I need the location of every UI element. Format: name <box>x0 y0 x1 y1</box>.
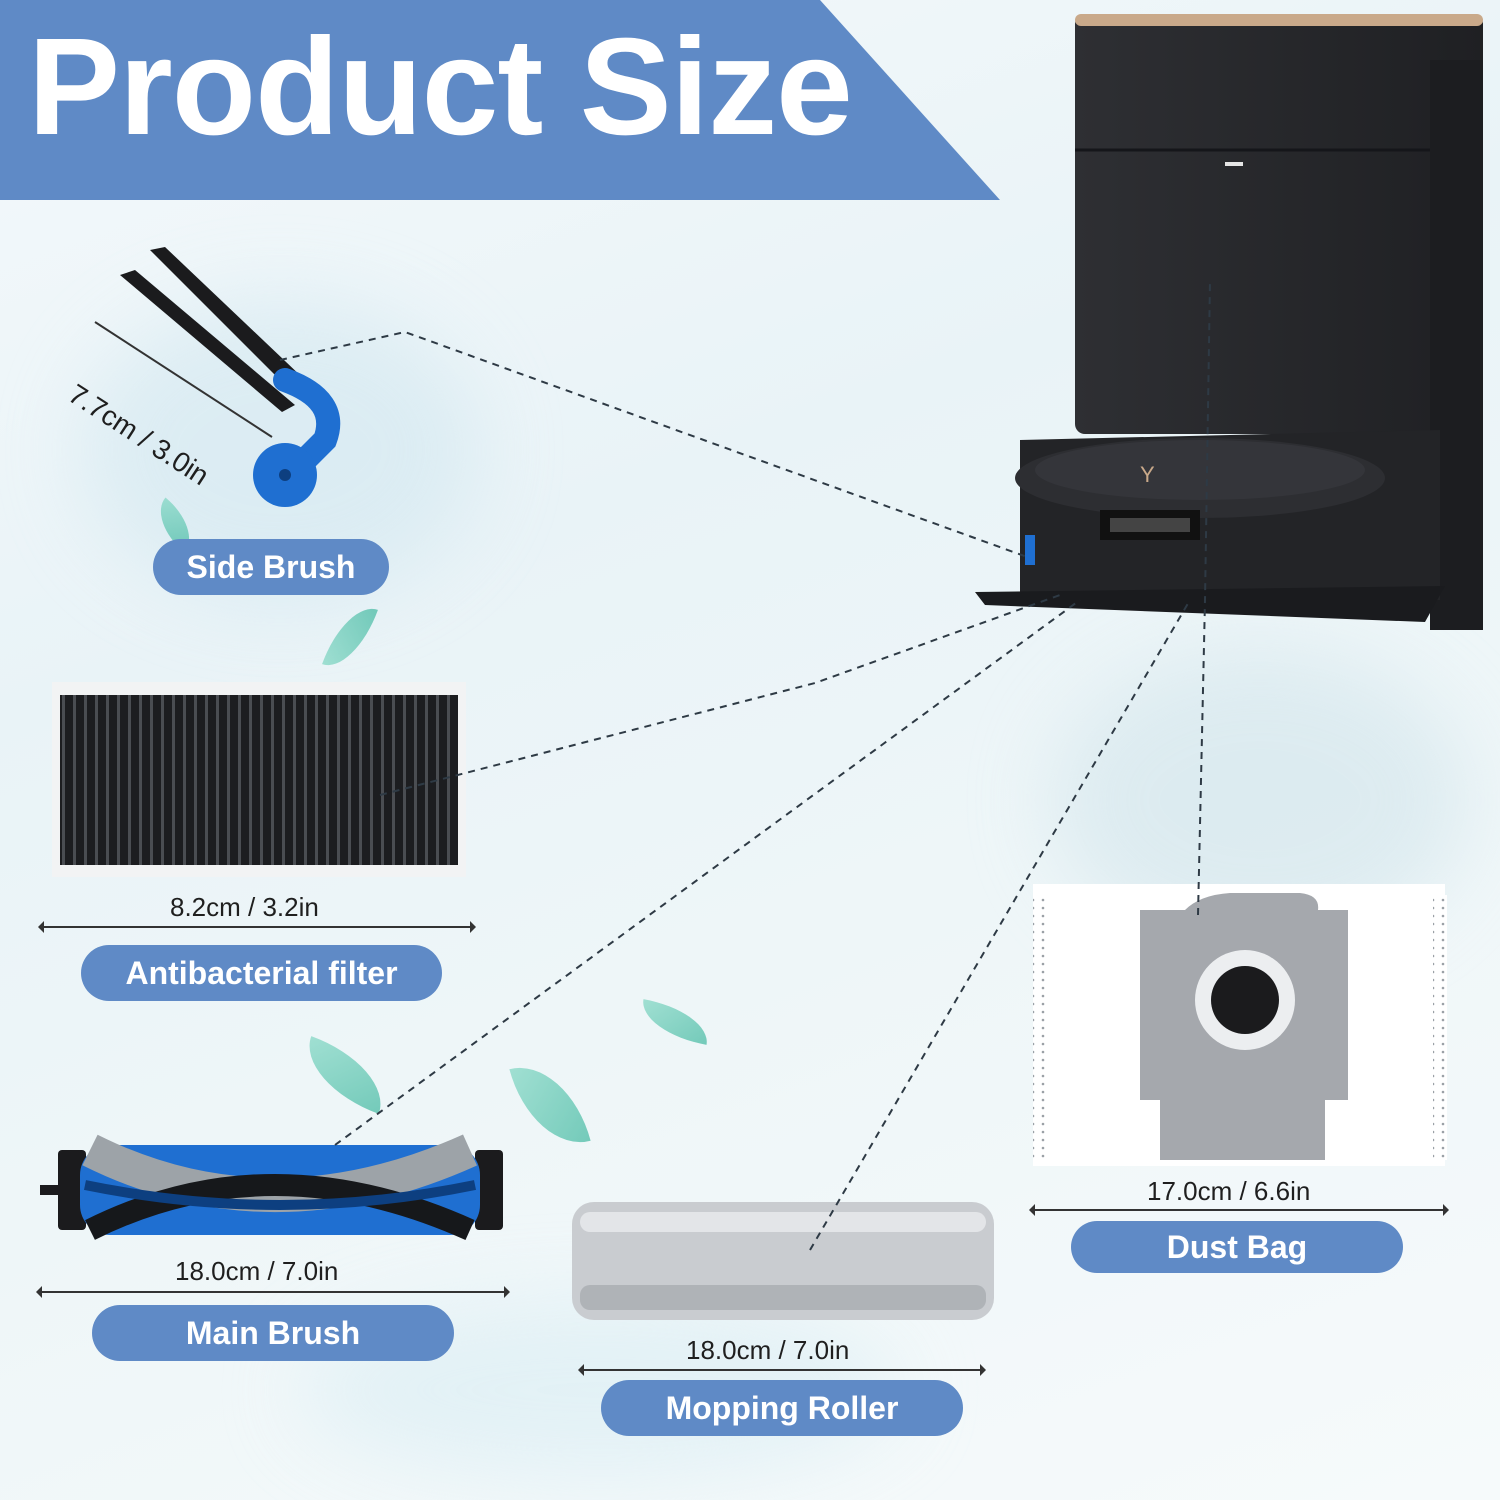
filter-dimension-line <box>38 921 476 933</box>
filter-size: 8.2cm / 3.2in <box>170 892 319 922</box>
main-brush-size: 18.0cm / 7.0in <box>175 1256 339 1286</box>
dust-bag-dimension-line <box>1029 1204 1449 1216</box>
mopping-roller-image <box>572 1202 994 1320</box>
antibacterial-filter-label: Antibacterial filter <box>81 945 442 1001</box>
dust-bag-size: 17.0cm / 6.6in <box>1147 1176 1311 1206</box>
svg-text:Y: Y <box>1140 462 1155 487</box>
leader-lines <box>279 279 1211 1251</box>
mopping-roller-label: Mopping Roller <box>601 1380 963 1436</box>
dust-bag-image <box>1033 884 1447 1166</box>
title-banner <box>0 0 1000 200</box>
side-brush-image <box>120 247 341 507</box>
main-brush-label: Main Brush <box>92 1305 454 1361</box>
main-brush-dimension-line <box>36 1286 510 1298</box>
mopping-roller-dimension-line <box>578 1364 986 1376</box>
docking-station: Y <box>975 14 1483 630</box>
side-brush-label: Side Brush <box>153 539 389 595</box>
main-brush-image <box>40 1134 503 1241</box>
page-title: Product Size <box>28 10 853 164</box>
antibacterial-filter-image <box>52 682 466 877</box>
dust-bag-label: Dust Bag <box>1071 1221 1403 1273</box>
side-brush-dimension-line <box>94 321 273 438</box>
mopping-roller-size: 18.0cm / 7.0in <box>686 1335 850 1365</box>
